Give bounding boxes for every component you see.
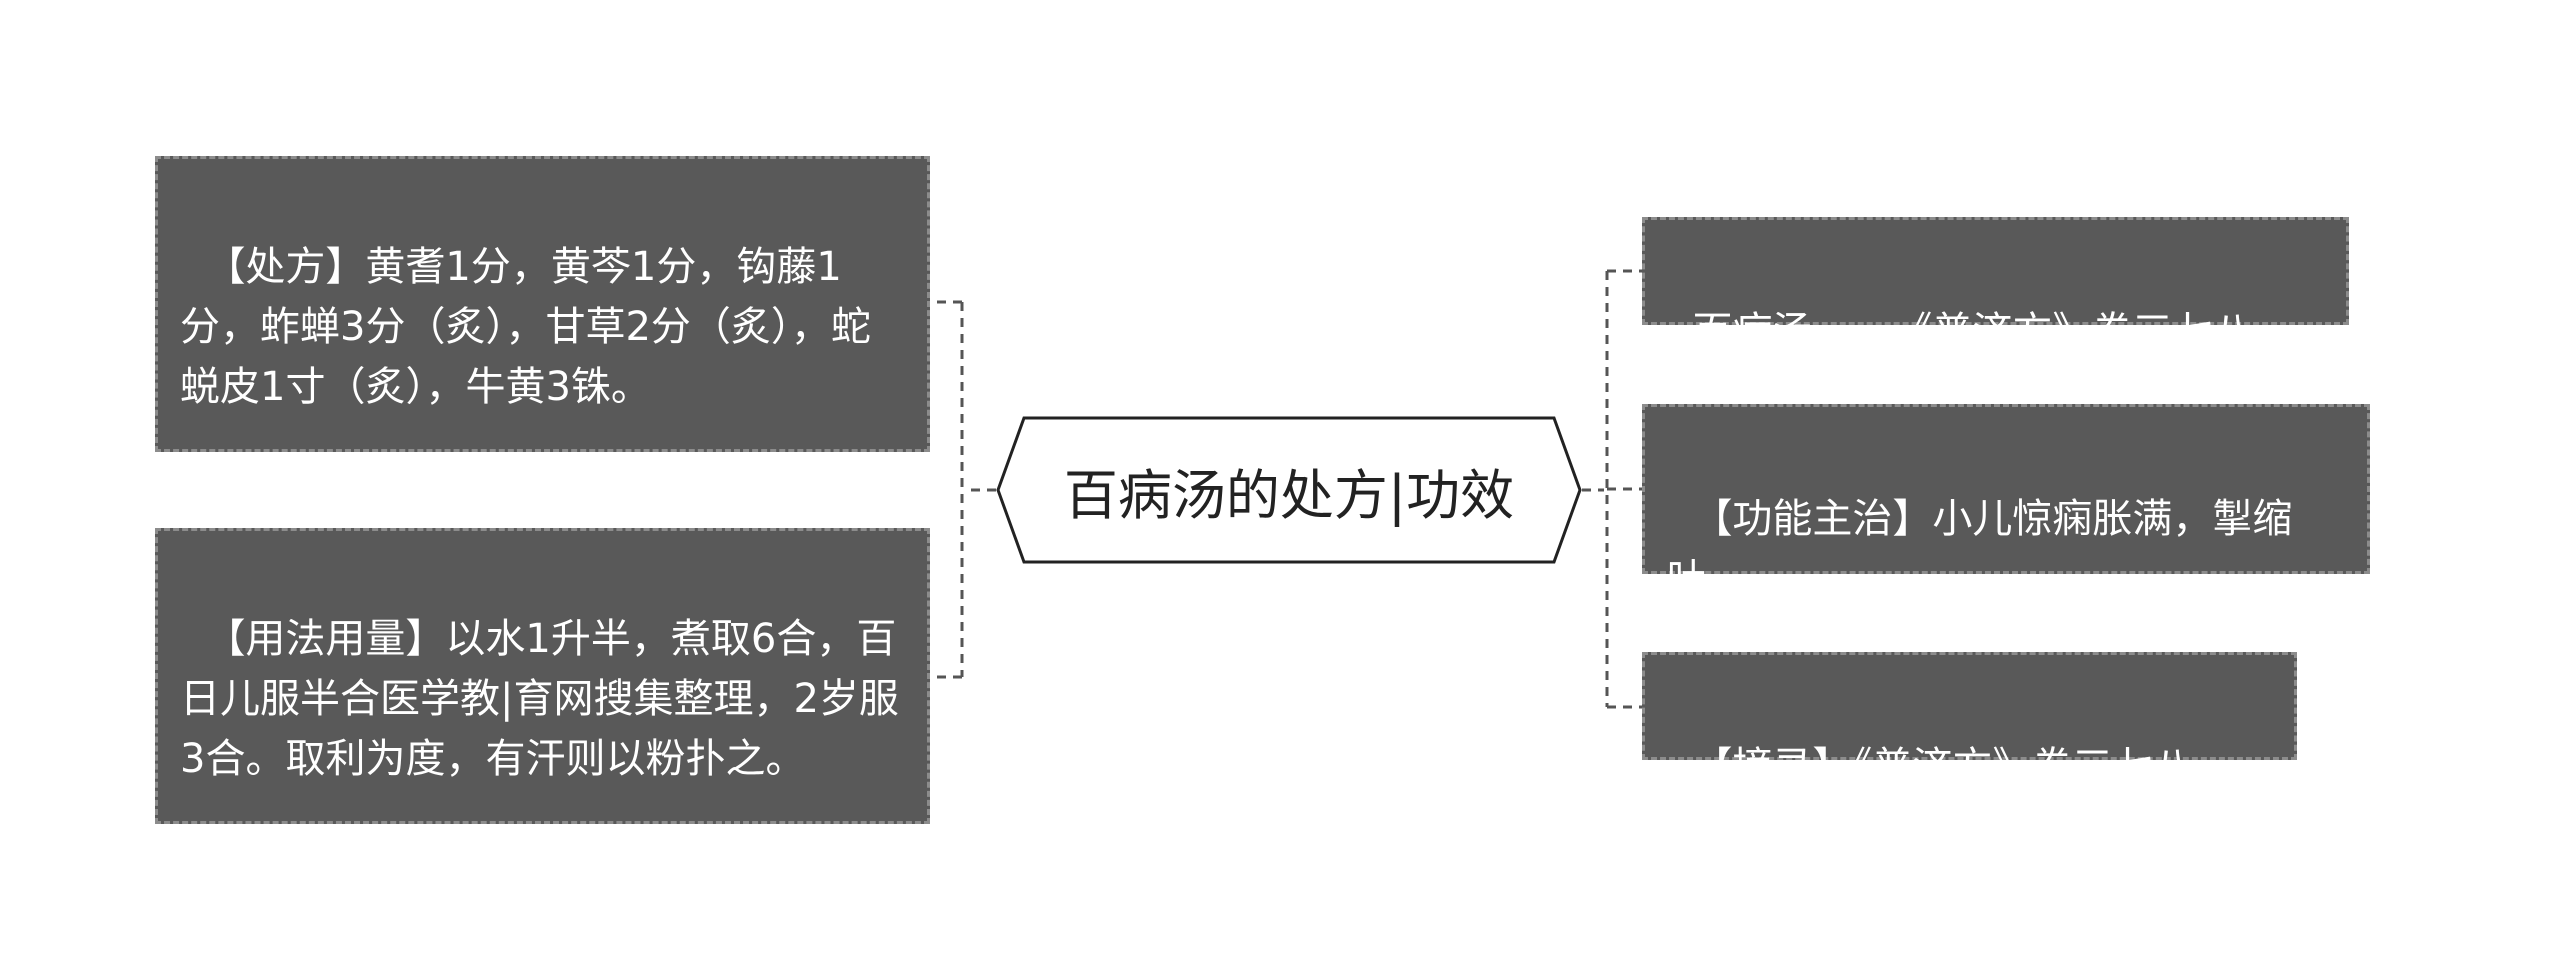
prescription-text: 【处方】黄耆1分，黄芩1分，钩藤1分，蚱蝉3分（炙），甘草2分（炙），蛇蜕皮1寸… xyxy=(180,244,871,410)
indications-node[interactable]: 【功能主治】小儿惊痫胀满，掣缩吐。 xyxy=(1642,404,2370,602)
excerpt-source-node[interactable]: 【摘录】《普济方》卷三七八 xyxy=(1642,652,2297,790)
central-topic-node[interactable]: 百病汤的处方|功效 xyxy=(996,416,1582,564)
usage-dosage-text: 【用法用量】以水1升半，煮取6合，百日儿服半合医学教|育网搜集整理，2岁服3合。… xyxy=(180,616,899,782)
prescription-node[interactable]: 【处方】黄耆1分，黄芩1分，钩藤1分，蚱蝉3分（炙），甘草2分（炙），蛇蜕皮1寸… xyxy=(155,156,930,452)
source-title-node[interactable]: 百病汤——《普济方》卷三七八 xyxy=(1642,217,2349,355)
usage-dosage-node[interactable]: 【用法用量】以水1升半，煮取6合，百日儿服半合医学教|育网搜集整理，2岁服3合。… xyxy=(155,528,930,824)
source-title-text: 百病汤——《普济方》卷三七八 xyxy=(1692,309,2253,355)
excerpt-source-text: 【摘录】《普济方》卷三七八 xyxy=(1692,744,2193,790)
central-topic-hexagon xyxy=(996,416,1582,564)
indications-text: 【功能主治】小儿惊痫胀满，掣缩吐。 xyxy=(1667,496,2293,602)
central-topic-title: 百病汤的处方|功效 xyxy=(1063,463,1515,527)
